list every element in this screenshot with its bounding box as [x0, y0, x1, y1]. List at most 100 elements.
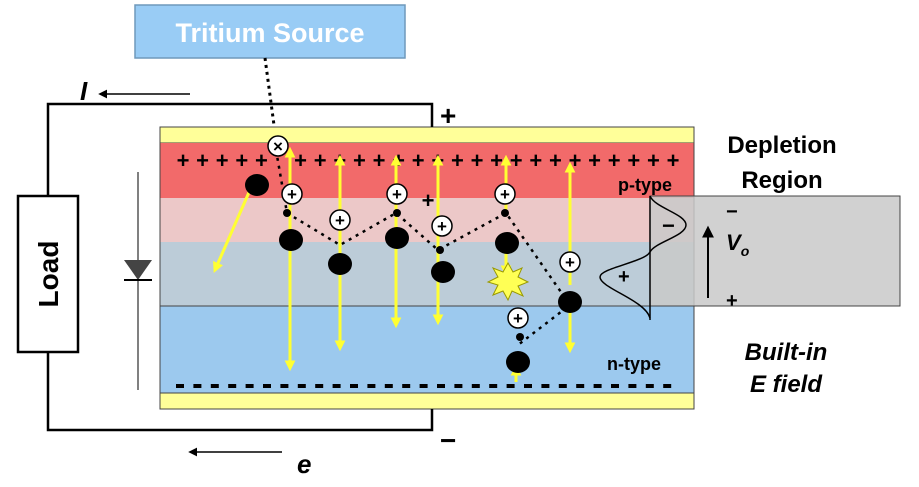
fixed-plus-charge: +	[235, 148, 248, 173]
hole-carrier: +	[494, 183, 516, 205]
fixed-minus-charge	[558, 384, 567, 388]
fixed-minus-charge	[315, 384, 324, 388]
fixed-plus-charge: +	[647, 148, 660, 173]
svg-text:+: +	[565, 253, 575, 272]
fixed-minus-charge	[332, 384, 341, 388]
fixed-minus-charge	[350, 384, 358, 388]
electron-dot	[245, 174, 269, 196]
svg-text:+: +	[392, 185, 402, 204]
circuit	[46, 102, 434, 432]
fixed-plus-charge: +	[510, 148, 523, 173]
fixed-minus-charge	[541, 384, 550, 388]
electron-dot	[385, 227, 409, 249]
terminal-minus: −	[440, 425, 456, 456]
fixed-minus-charge	[384, 384, 393, 388]
electron-dot	[431, 261, 455, 283]
fixed-plus-charge: +	[627, 148, 640, 173]
fixed-minus-charge	[419, 384, 428, 388]
fixed-minus-charge	[228, 384, 237, 388]
holes: ++++++++	[281, 183, 581, 329]
diode-symbol	[124, 172, 152, 390]
hole-carrier: +	[507, 307, 529, 329]
fixed-minus-charge	[263, 384, 271, 388]
electron-dot	[495, 232, 519, 254]
hole-carrier: +	[281, 183, 303, 205]
fixed-plus-charge: +	[294, 148, 307, 173]
bottom-contact	[159, 392, 695, 410]
fixed-minus-charge	[297, 384, 306, 388]
n-region	[160, 306, 694, 393]
hole-carrier: +	[386, 183, 408, 205]
n-type-label: n-type	[607, 354, 661, 374]
electron-dot	[328, 253, 352, 275]
fixed-minus-charge	[402, 384, 411, 388]
fixed-plus-charge: +	[353, 148, 366, 173]
electron-small-dot	[516, 333, 524, 341]
electron-dot	[279, 229, 303, 251]
fixed-minus-charge	[210, 384, 219, 388]
fixed-plus-charge: +	[314, 148, 327, 173]
voltage-plus: +	[726, 290, 738, 312]
fixed-plus-charge: +	[177, 148, 190, 173]
builtin-label-1: Built-in	[745, 339, 828, 366]
fixed-minus-charge	[454, 384, 463, 388]
n-fixed-charges	[176, 384, 672, 388]
fixed-plus-charge: +	[529, 148, 542, 173]
fixed-plus-charge: +	[471, 148, 484, 173]
fixed-minus-charge	[280, 384, 289, 388]
voltage-label: Vo	[726, 230, 750, 259]
fixed-minus-charge	[663, 384, 672, 388]
collision-burst-icon	[486, 261, 530, 302]
svg-text:+: +	[437, 217, 447, 236]
fixed-minus-charge	[576, 384, 585, 388]
depletion-label-1: Depletion	[727, 132, 836, 159]
electrons	[245, 174, 582, 373]
fixed-plus-charge: +	[373, 148, 386, 173]
fixed-plus-charge: +	[412, 148, 425, 173]
svg-text:+: +	[335, 211, 345, 230]
p-depleted-region	[160, 198, 694, 242]
fixed-plus-charge: +	[392, 148, 405, 173]
fixed-plus-charge: +	[422, 188, 435, 213]
electron-small-dot	[283, 209, 291, 217]
fixed-plus-charge: +	[608, 148, 621, 173]
carrier-arrow	[213, 189, 252, 273]
load-resistor: Load	[16, 194, 80, 354]
electron-dot	[506, 351, 530, 373]
fixed-minus-charge	[628, 384, 637, 388]
fixed-minus-charge	[593, 384, 602, 388]
terminal-plus: +	[440, 100, 456, 131]
fixed-minus-charge	[611, 384, 619, 388]
electron-label: e	[297, 449, 311, 479]
load-label: Load	[33, 241, 64, 308]
fixed-plus-charge: +	[667, 148, 680, 173]
fixed-plus-charge: +	[216, 148, 229, 173]
charge-minus: −	[662, 213, 675, 238]
tritium-source: Tritium Source	[134, 4, 406, 59]
fixed-plus-charge: +	[549, 148, 562, 173]
electron-small-dot	[393, 209, 401, 217]
fixed-plus-charge: +	[490, 148, 503, 173]
fixed-minus-charge	[489, 384, 498, 388]
top-contact	[159, 126, 695, 144]
hole-carrier: +	[329, 209, 351, 231]
depletion-region-box	[649, 195, 901, 307]
hole-carrier: +	[559, 251, 581, 273]
fixed-minus-charge	[193, 384, 202, 388]
p-type-label: p-type	[618, 175, 672, 195]
depletion-label-2: Region	[741, 167, 822, 194]
electron-small-dot	[436, 246, 444, 254]
svg-text:+: +	[500, 185, 510, 204]
fixed-minus-charge	[471, 384, 480, 388]
electron-small-dot	[501, 209, 509, 217]
svg-text:+: +	[513, 309, 523, 328]
voltage-minus: −	[726, 201, 738, 223]
fixed-minus-charge	[437, 384, 445, 388]
fixed-plus-charge: +	[196, 148, 209, 173]
fixed-plus-charge: +	[451, 148, 464, 173]
impact-marker: ×	[267, 135, 289, 157]
current-label: I	[80, 76, 88, 106]
electron-dot	[558, 291, 582, 313]
fixed-minus-charge	[524, 384, 532, 388]
